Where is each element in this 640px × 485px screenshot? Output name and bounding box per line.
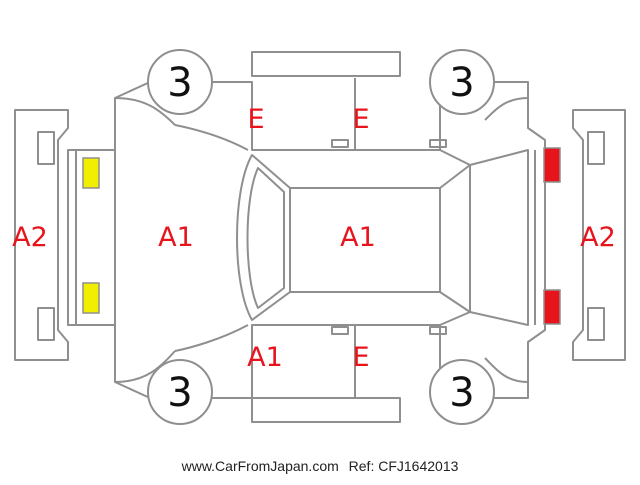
footer-reference: www.CarFromJapan.com Ref: CFJ1642013 (0, 458, 640, 474)
windshield-inner (246, 167, 285, 309)
left-bumper-slot-top (37, 131, 55, 165)
front-door-bottom-code: A1 (247, 342, 283, 373)
right-bumper-slot-top (587, 131, 605, 165)
wheel-rear-bottom (429, 359, 495, 425)
top-side-skirt (251, 51, 401, 77)
bottom-rear-fender (484, 357, 529, 383)
wheel-rear-top-grade: 3 (449, 60, 474, 106)
bottom-mirror (174, 324, 249, 352)
top-rear-fender (484, 97, 529, 121)
taillight-bottom (543, 289, 561, 325)
left-bumper-panel (14, 109, 69, 361)
top-front-fender (114, 97, 176, 126)
wheel-rear-top (429, 49, 495, 115)
wheel-front-top-grade: 3 (167, 60, 192, 106)
footer-site: www.CarFromJapan.com (181, 458, 339, 474)
top-rear-handle (429, 139, 447, 148)
bottom-front-fender (114, 350, 176, 383)
windshield (236, 154, 291, 321)
top-front-handle (331, 139, 349, 148)
trunk-lid (439, 149, 529, 326)
left-bumper-slot-bottom (37, 307, 55, 341)
bottom-rear-handle (429, 326, 447, 335)
hood-code: A1 (158, 222, 194, 253)
rear-window (439, 164, 471, 313)
wheel-front-top (147, 49, 213, 115)
left-bumper-code: A2 (12, 222, 48, 253)
bottom-side-skirt (251, 397, 401, 423)
wheel-rear-bottom-grade: 3 (449, 370, 474, 416)
taillight-top (543, 147, 561, 183)
rear-door-bottom-code: E (352, 342, 369, 373)
rear-door-top-code: E (352, 104, 369, 135)
right-bumper-code: A2 (580, 222, 616, 253)
bottom-front-handle (331, 326, 349, 335)
wheel-front-bottom-grade: 3 (167, 370, 192, 416)
headlight-top (82, 157, 100, 189)
headlight-bottom (82, 282, 100, 314)
roof-code: A1 (340, 222, 376, 253)
wheel-front-bottom (147, 359, 213, 425)
front-door-top-code: E (247, 104, 264, 135)
car-body-outline (67, 81, 546, 399)
right-bumper-panel (572, 109, 626, 361)
footer-ref: Ref: CFJ1642013 (348, 458, 459, 474)
right-bumper-slot-bottom (587, 307, 605, 341)
top-mirror (174, 124, 249, 151)
